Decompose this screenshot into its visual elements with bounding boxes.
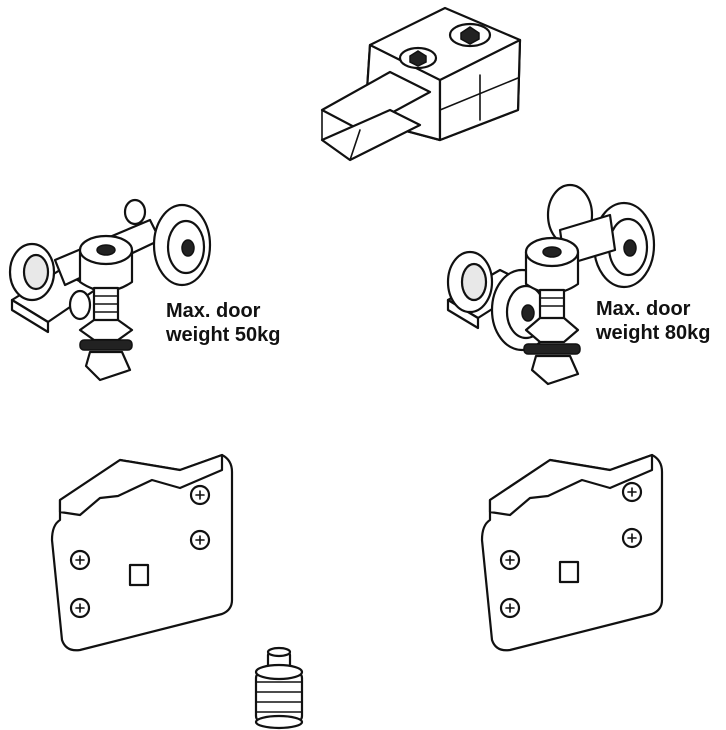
- roller-4-wheel-icon: [446, 183, 656, 386]
- max-weight-50kg-label: Max. door weight 50kg: [166, 300, 281, 346]
- roller-2-wheel-icon: [8, 198, 212, 382]
- door-bracket-icon: [50, 453, 234, 652]
- track-clamp-icon: [320, 6, 522, 162]
- max-weight-80kg-label: Max. door weight 80kg: [596, 298, 711, 344]
- door-bracket-icon: [480, 453, 664, 652]
- end-stop-screw-icon: [254, 646, 304, 730]
